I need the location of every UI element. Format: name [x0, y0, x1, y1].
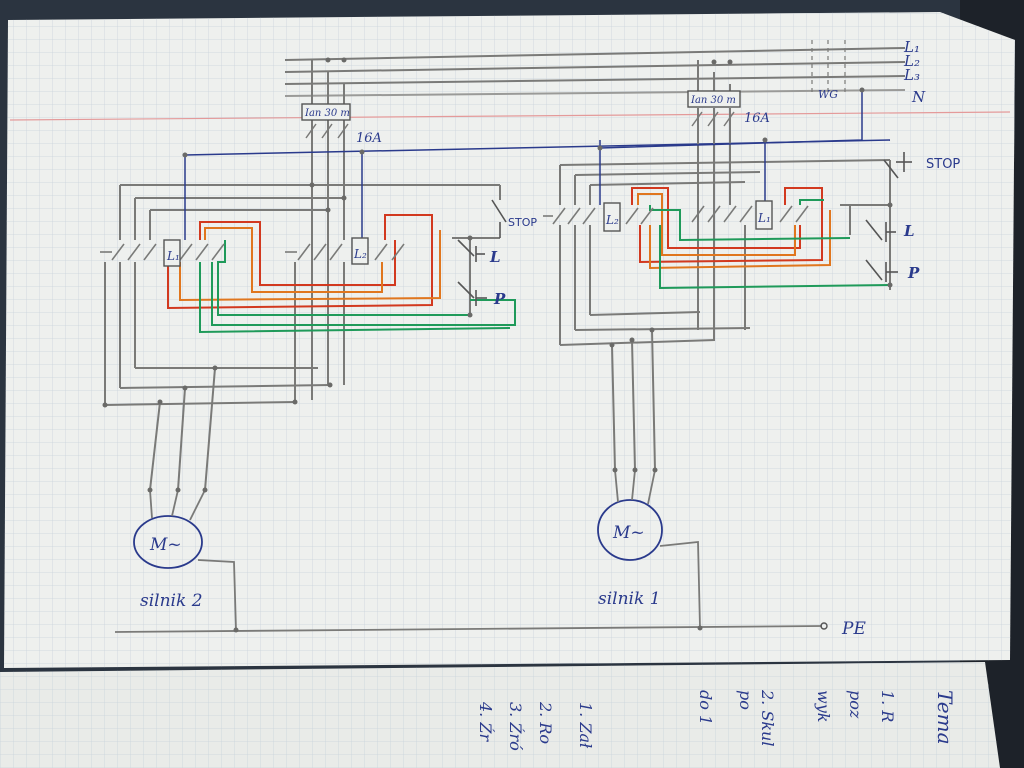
note-line-1: 1. Zał: [576, 702, 595, 749]
main-switch-label: WG: [818, 88, 838, 101]
right-fuse-box: [687, 90, 741, 108]
note-line-2: 2. Ro: [536, 701, 555, 744]
note-line-7: do 1: [696, 690, 715, 725]
left-motor-caption: silnik 2: [140, 591, 203, 611]
supply-phase-l3: L₃: [903, 66, 920, 84]
note-line-10: poz: [846, 690, 865, 719]
left-contactor-b-contacts: [285, 243, 405, 261]
supply-phase-l2: L₂: [903, 52, 920, 70]
right-p-label: P: [907, 264, 920, 282]
supply-neutral-label: N: [911, 88, 926, 106]
left-coil-a: [163, 239, 181, 267]
right-fuse-contacts: [691, 111, 735, 127]
right-coil-b: [755, 200, 773, 230]
left-l-label: L: [489, 248, 501, 266]
right-contactor-b-contacts: [691, 205, 809, 223]
left-motor: [133, 489, 237, 631]
left-circuit-wiring: [104, 60, 891, 491]
left-coil-a-label: L₁: [166, 249, 180, 263]
right-motor-symbol: M~: [612, 523, 645, 543]
right-contactor-a-contacts: [543, 207, 654, 225]
right-fuse-label: Ian 30 m: [690, 95, 736, 106]
right-fuse-rating: 16A: [744, 111, 770, 126]
junction-dots: [102, 57, 893, 633]
right-motor-caption: silnik 1: [598, 589, 661, 609]
left-coil-b-label: L₂: [353, 247, 367, 261]
left-p-button: [457, 281, 487, 306]
lower-page: [0, 662, 1000, 768]
right-stop-label: STOP: [926, 157, 960, 172]
note-line-11: wyk: [814, 690, 833, 722]
margin-line: [9, 111, 1011, 121]
right-motor: [597, 469, 701, 629]
right-coil-a-label: L₂: [605, 213, 619, 227]
pe-terminal: [820, 622, 828, 630]
left-stop-label: STOP: [508, 216, 537, 229]
left-coil-b: [351, 237, 369, 265]
left-stop-button: [491, 199, 507, 238]
right-stop-button: [883, 152, 912, 179]
left-fuse-label: Ian 30 m: [304, 108, 350, 119]
note-line-6: po: [736, 690, 755, 710]
left-p-label: P: [493, 290, 506, 308]
pe-earth-line: [114, 625, 823, 633]
left-fuse-rating: 16A: [356, 131, 382, 146]
note-line-9: 1. R: [878, 690, 897, 722]
supply-phase-l1: L₁: [903, 38, 920, 56]
note-line-5: 2. Skul: [758, 689, 777, 746]
right-circuit-wiring: [559, 60, 891, 471]
pe-label: PE: [841, 619, 866, 639]
right-l-label: L: [903, 222, 915, 240]
left-fuse-box: [301, 103, 351, 121]
left-fuse-contacts: [305, 123, 349, 139]
lower-page-notes: 1. Zał 2. Ro 3. Źró 4. Źr 2. Skul po do …: [476, 689, 957, 751]
left-l-button: [457, 239, 485, 262]
note-line-3: 3. Źró: [506, 702, 526, 751]
right-p-button: [865, 259, 898, 282]
right-coil-a: [603, 202, 621, 232]
note-line-8: Tema: [933, 690, 957, 745]
left-motor-symbol: M~: [149, 535, 182, 555]
supply-lines: [284, 40, 906, 97]
right-coil-b-label: L₁: [757, 211, 771, 225]
left-contactor-a-contacts: [100, 243, 225, 261]
note-line-4: 4. Źr: [476, 701, 496, 742]
main-page: [4, 12, 1015, 668]
right-l-button: [865, 219, 896, 242]
